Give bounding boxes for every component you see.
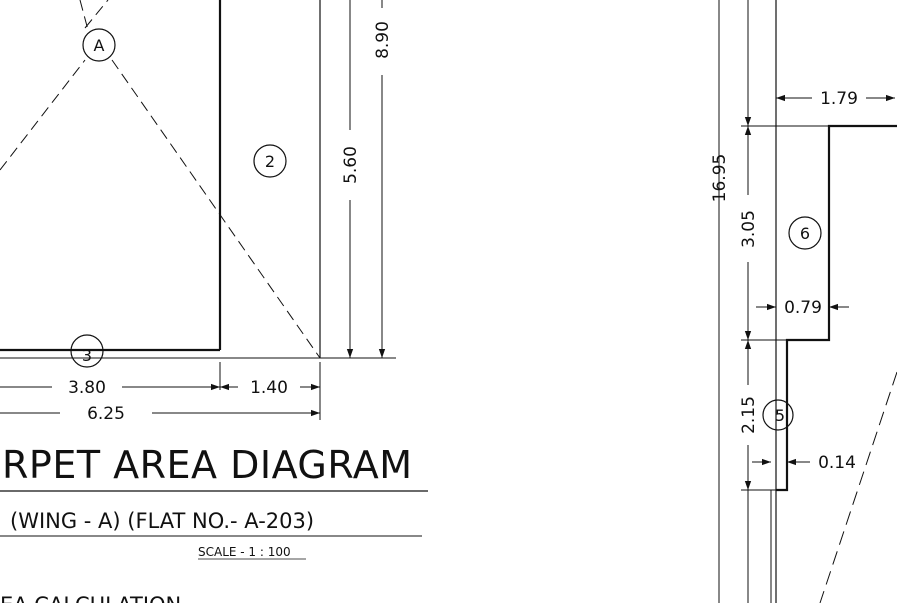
balloon-5-label: 5 (775, 406, 785, 425)
drawing-title: RPET AREA DIAGRAM (2, 443, 413, 487)
right-plan (718, 0, 897, 603)
dim-label-5-60: 5.60 (341, 146, 361, 184)
balloon-3-label: 3 (82, 346, 92, 365)
dim-label-6-25: 6.25 (87, 404, 125, 424)
dim-label-16-95: 16.95 (710, 154, 730, 203)
balloon-2-label: 2 (265, 152, 275, 171)
room-balloon-6 (788, 216, 822, 250)
dim-label-3-05: 3.05 (739, 210, 759, 248)
dim-label-0-79: 0.79 (784, 298, 822, 318)
balloon-a-label: A (94, 36, 105, 55)
dim-label-0-14: 0.14 (818, 453, 856, 473)
diagonal-dashed-line (79, 0, 89, 31)
section-heading: EA CALCULATION (0, 593, 181, 603)
balloon-6-label: 6 (800, 224, 810, 243)
diagonal-dashed-line (84, 0, 109, 29)
dim-label-8-90: 8.90 (373, 21, 393, 59)
dim-label-3-80: 3.80 (68, 378, 106, 398)
left-plan (0, 0, 396, 420)
scale-label: SCALE - 1 : 100 (198, 545, 291, 559)
wall-outline (776, 124, 897, 492)
room-balloon-3 (70, 334, 104, 368)
dim-label-1-40: 1.40 (250, 378, 288, 398)
diagonal-dashed-line (111, 59, 321, 359)
diagonal-dashed-line (819, 371, 897, 603)
dim-label-1-79: 1.79 (820, 89, 858, 109)
room-balloon-a (82, 28, 116, 62)
room-balloon-2 (253, 144, 287, 178)
drawing-subtitle: (WING - A) (FLAT NO.- A-203) (10, 509, 314, 533)
dim-label-2-15: 2.15 (739, 396, 759, 434)
room-balloon-5 (762, 399, 794, 431)
diagonal-dashed-line (0, 59, 86, 171)
